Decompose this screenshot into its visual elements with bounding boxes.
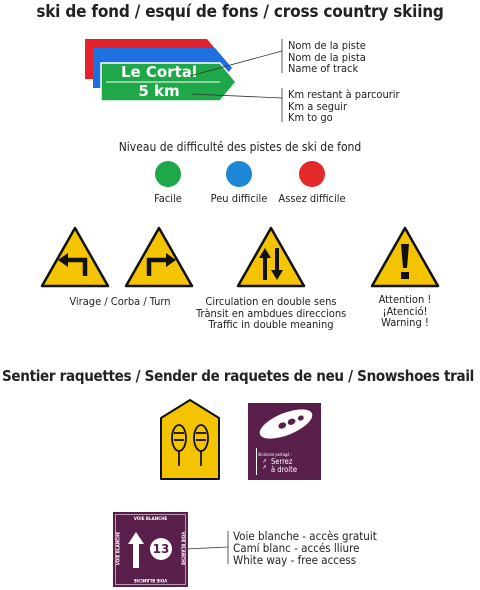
sign-leader-lines — [189, 39, 283, 122]
label-track-name: Nom de la piste Nom de la pista Name of … — [288, 39, 366, 75]
attention-label: Attention ! ¡Atenció! Warning ! — [378, 293, 432, 329]
voie-leader-line — [185, 531, 229, 564]
voie-label-top: VOIE BLANCHE — [133, 517, 168, 522]
voie-description: Voie blanche - accès gratuit Camí blanc … — [233, 529, 377, 567]
voie-label-bottom: VOIE BLANCHE — [133, 577, 168, 582]
snowshoes-icon — [171, 424, 209, 466]
turn-right-icon — [146, 257, 168, 276]
turn-right-sign — [124, 226, 194, 288]
level-label-easy: Facile — [154, 192, 182, 205]
section-title-ski: ski de fond / esquí de fons / cross coun… — [36, 2, 444, 22]
level-dot-hard — [299, 161, 325, 187]
panel-arrows-icon: ↗↗ — [262, 458, 267, 471]
voie-label-left: VOIE BLANCHE — [116, 531, 122, 566]
section-title-snowshoes: Sentier raquettes / Sender de raquetes d… — [2, 367, 474, 385]
level-dot-medium — [226, 161, 252, 187]
two-way-sign — [236, 226, 306, 288]
snowshoe-panel-icon — [259, 409, 313, 439]
sign-km: 5 km — [138, 82, 180, 100]
two-way-label: Circulation en double sens Trànsit en am… — [196, 295, 347, 331]
snowshoe-icon — [259, 409, 313, 439]
level-dot-easy — [155, 161, 181, 187]
panel-divider — [256, 448, 257, 475]
panel-text: Serrez à droite — [271, 457, 297, 474]
exclamation-icon — [401, 244, 409, 279]
panel-small-text: itinéraire partagé : — [258, 452, 292, 457]
voie-number-badge — [150, 538, 172, 560]
two-way-arrows-icon — [259, 248, 283, 280]
voie-label-right: VOIE BLANCHE — [179, 531, 185, 566]
turn-left-sign — [40, 226, 110, 288]
label-km-to-go: Km restant à parcourir Km a seguir Km to… — [288, 88, 400, 124]
snowshoe-sign — [160, 399, 220, 480]
sign-track-name: Le Cortal — [120, 63, 198, 81]
attention-sign — [370, 226, 440, 288]
turn-label: Virage / Corba / Turn — [69, 295, 171, 308]
difficulty-title: Niveau de difficulté des pistes de ski d… — [118, 140, 362, 154]
level-label-hard: Assez difficile — [278, 192, 346, 205]
level-label-medium: Peu difficile — [210, 192, 268, 205]
voie-number: 13 — [152, 542, 170, 556]
turn-left-icon — [66, 257, 88, 276]
voie-arrow-up-icon — [128, 532, 144, 568]
